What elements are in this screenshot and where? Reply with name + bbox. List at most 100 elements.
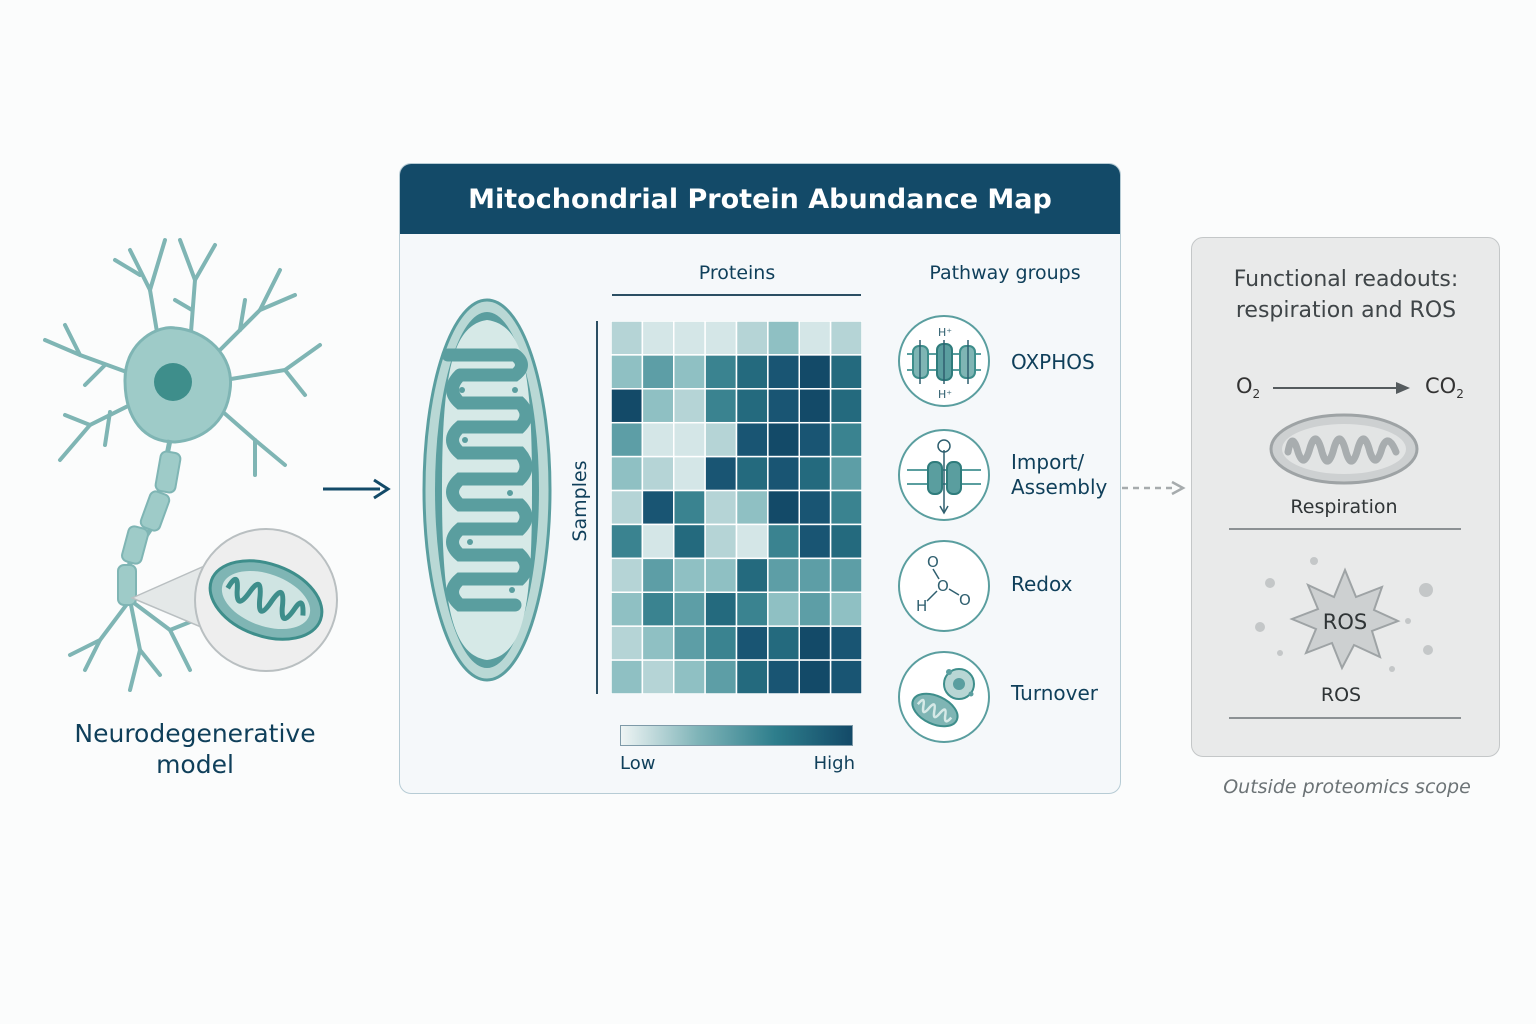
heatmap-cell [611,489,644,526]
heatmap-cell [641,591,675,627]
functional-readouts-title: Functional readouts: respiration and ROS [1233,267,1459,323]
heatmap-cell [641,659,675,694]
scope-note: Outside proteomics scope [1223,776,1471,798]
co2-subscript: 2 [1456,387,1464,401]
pathway-label-import-assembly: Import/ Assembly [1011,450,1108,499]
heatmap-cell [829,489,862,526]
heatmap-cell [611,591,644,627]
respiration-divider [1229,528,1461,530]
heatmap-cell [673,489,706,526]
heatmap-cell [641,625,675,661]
o2-label: O2 [1236,374,1260,401]
heatmap-cell [798,354,832,390]
ros-burst-label: ROS [1323,610,1367,634]
heatmap-cell [798,659,832,694]
heatmap-cell [798,523,832,560]
heatmap-cell [611,455,644,492]
redox-atom-1: O [927,553,939,571]
heatmap-cell [767,489,800,526]
heatmap-cell [767,659,800,694]
heatmap-cell [641,455,675,492]
ros-burst-icon: ROS [1255,557,1433,672]
colorbar-low-label: Low [620,753,656,774]
heatmap-cell [704,354,738,390]
heatmap-cell [611,421,644,458]
co2-main: CO [1425,374,1457,398]
heatmap-cell [641,321,675,356]
heatmap-cell [767,591,800,627]
heatmap-cell [735,321,769,356]
heatmap-cell [704,421,738,458]
heatmap-cell [735,591,769,627]
heatmap-cell [611,354,644,390]
heatmap-cell [641,354,675,390]
proton-bottom-label: H⁺ [938,388,952,401]
heatmap-cell [829,321,862,356]
heatmap-cell [767,388,800,424]
heatmap [611,321,862,694]
heatmap-cell [641,557,675,594]
mitochondrion-icon [422,298,552,682]
heatmap-cell [673,523,706,560]
heatmap-cell [673,557,706,594]
co2-label: CO2 [1425,374,1464,401]
redox-atom-3: O [959,591,971,609]
heatmap-cell [704,591,738,627]
heatmap-cell [704,659,738,694]
heatmap-cell [798,388,832,424]
heatmap-cell [611,388,644,424]
heatmap-cell [798,321,832,356]
y-axis-label: Samples [569,460,591,542]
heatmap-cell [829,523,862,560]
mitochondrion-gray-icon [1269,413,1419,485]
heatmap-cell [673,321,706,356]
functional-readouts-box [1191,237,1500,757]
heatmap-cell [673,455,706,492]
ros-divider [1229,717,1461,719]
heatmap-cell [611,321,644,356]
turnover-icon [898,651,990,743]
heatmap-cell [798,591,832,627]
heatmap-cell [641,523,675,560]
y-axis-line [596,321,598,694]
o2-main: O [1236,374,1253,398]
heatmap-cell [767,625,800,661]
heatmap-cell [704,625,738,661]
heatmap-cell [673,388,706,424]
pathway-label-redox: Redox [1011,572,1073,596]
colorbar-high-label: High [813,753,855,774]
o2-subscript: 2 [1252,387,1261,401]
heatmap-cell [673,625,706,661]
dashed-arrow-icon [1122,480,1186,496]
neuron-icon [43,238,338,692]
heatmap-cell [829,455,862,492]
heatmap-cell [829,354,862,390]
heatmap-cell [767,321,800,356]
heatmap-cell [704,557,738,594]
heatmap-cell [735,523,769,560]
heatmap-cell [829,421,862,458]
heatmap-cell [641,388,675,424]
x-axis-line [612,294,861,296]
heatmap-cell [704,388,738,424]
heatmap-cell [704,523,738,560]
import-assembly-icon [898,429,990,521]
heatmap-cell [735,354,769,390]
heatmap-cell [829,591,862,627]
heatmap-cell [735,455,769,492]
heatmap-cell [673,421,706,458]
heatmap-cell [798,421,832,458]
panel-title: Mitochondrial Protein Abundance Map [400,164,1120,234]
heatmap-cell [735,489,769,526]
respiration-label: Respiration [1290,496,1398,518]
heatmap-cell [829,625,862,661]
heatmap-cell [641,489,675,526]
heatmap-cell [641,421,675,458]
redox-icon: O O O H [898,540,990,632]
ros-label: ROS [1320,684,1362,706]
x-axis-label: Proteins [698,262,776,284]
pathway-label-turnover: Turnover [1011,681,1099,705]
redox-atom-4: H [916,597,927,615]
pathway-groups-title: Pathway groups [929,262,1081,284]
proton-top-label: H⁺ [938,326,952,339]
